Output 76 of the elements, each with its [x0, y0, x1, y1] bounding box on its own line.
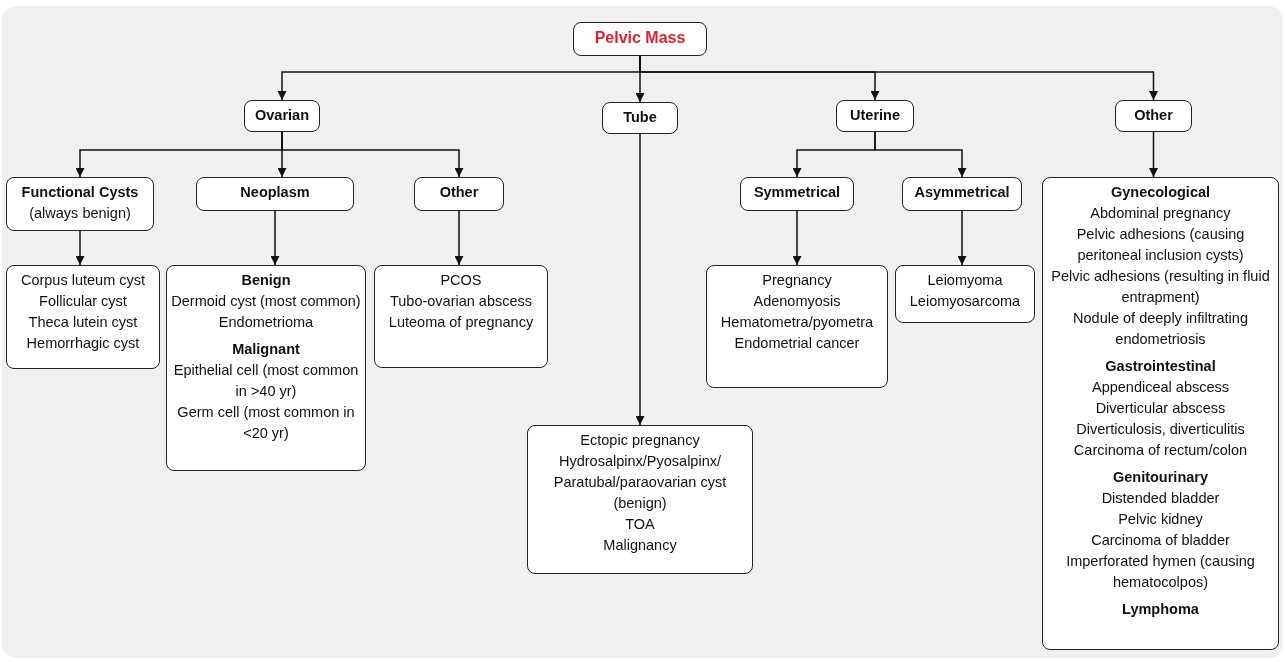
list-item: Leiomyosarcoma — [908, 292, 1022, 311]
list-item: Imperforated hymen (causing hematocolpos) — [1065, 552, 1256, 592]
section-heading: Lymphoma — [1121, 600, 1200, 619]
arrow — [635, 133, 645, 426]
category-label: Other — [1133, 106, 1174, 125]
category-box — [902, 177, 1022, 211]
list-item: Epithelial cell (most common in >40 yr) — [172, 361, 360, 401]
category-label: Symmetrical — [752, 183, 842, 202]
list-item: PCOS — [439, 271, 483, 290]
category-label: Pelvic Mass — [593, 28, 687, 48]
list-item: Hydrosalpinx/Pyosalpinx/ Paratubal/paraovarian cyst (benign) — [552, 452, 728, 513]
content-box — [166, 265, 366, 471]
arrow — [270, 210, 280, 266]
arrow — [792, 210, 802, 266]
list-item: Germ cell (most common in <20 yr) — [176, 403, 356, 443]
list-item: Pelvic adhesions (causing peritoneal inclusion cysts) — [1075, 225, 1246, 265]
category-label: Neoplasm — [239, 183, 311, 202]
content-box — [374, 265, 548, 368]
list-item: Pelvic kidney — [1117, 510, 1204, 529]
list-item: Leiomyoma — [926, 271, 1004, 290]
list-item: Pregnancy — [761, 271, 833, 290]
list-item: Malignancy — [602, 536, 678, 555]
list-item: Tubo-ovarian abscess — [388, 292, 534, 311]
arrow — [75, 230, 85, 266]
list-item: Hematometra/pyometra — [719, 313, 875, 332]
list-item: Appendiceal abscess — [1090, 378, 1230, 397]
section-heading: Genitourinary — [1111, 468, 1210, 487]
content-box — [6, 177, 154, 231]
list-item: Pelvic adhesions (resulting in fluid entrapment) — [1050, 267, 1271, 307]
category-box — [244, 100, 320, 132]
list-item: Diverticular abscess — [1094, 399, 1227, 418]
arrow — [454, 210, 464, 266]
category-label: Asymmetrical — [913, 183, 1011, 202]
section-heading: Malignant — [231, 340, 301, 359]
category-label: Uterine — [849, 106, 901, 125]
content-box — [1042, 177, 1279, 650]
list-item: Endometrial cancer — [733, 334, 861, 353]
list-item: Nodule of deeply infiltrating endometriosis — [1072, 309, 1249, 349]
list-item: Carcinoma of rectum/colon — [1072, 441, 1249, 460]
list-item: Dermoid cyst (most common) — [171, 292, 361, 311]
category-label: Other — [438, 183, 480, 202]
content-box — [895, 265, 1035, 323]
list-item: Luteoma of pregnancy — [387, 313, 535, 332]
list-item: Adenomyosis — [752, 292, 842, 311]
section-heading: Gynecological — [1109, 183, 1212, 202]
list-item: Hemorrhagic cyst — [25, 334, 141, 353]
category-box — [740, 177, 854, 211]
list-item: Abdominal pregnancy — [1089, 204, 1232, 223]
arrow — [874, 131, 967, 178]
list-item: Ectopic pregnancy — [579, 431, 701, 450]
list-item: Endometrioma — [217, 313, 315, 332]
list-item: (always benign) — [28, 204, 132, 223]
category-label: Ovarian — [254, 106, 310, 125]
content-box — [6, 265, 160, 369]
section-heading: Gastrointestinal — [1104, 357, 1217, 376]
category-box — [414, 177, 504, 211]
content-box — [527, 425, 753, 574]
list-item: Corpus luteum cyst — [19, 271, 147, 290]
category-box — [836, 100, 914, 132]
list-item: TOA — [624, 515, 656, 534]
list-item: Carcinoma of bladder — [1090, 531, 1231, 550]
category-box — [1115, 100, 1192, 132]
category-box — [196, 177, 354, 211]
list-item: Diverticulosis, diverticulitis — [1075, 420, 1246, 439]
arrow — [1149, 131, 1158, 178]
list-item: Follicular cyst — [38, 292, 128, 311]
section-heading: Functional Cysts — [20, 183, 140, 202]
category-box — [573, 22, 707, 56]
list-item: Distended bladder — [1100, 489, 1221, 508]
list-item: Theca lutein cyst — [27, 313, 139, 332]
arrow — [957, 210, 967, 266]
category-box — [602, 102, 678, 134]
arrow — [281, 131, 464, 178]
category-label: Tube — [622, 108, 658, 127]
content-box — [706, 265, 888, 388]
section-heading: Benign — [240, 271, 292, 290]
